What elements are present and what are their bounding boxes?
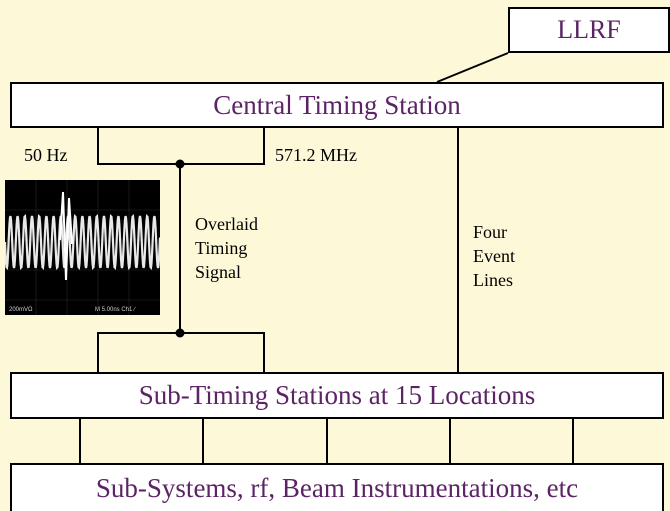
sub-systems-box: Sub-Systems, rf, Beam Instrumentations, … [10,463,664,511]
events-line-1: Four [473,222,508,242]
sub-systems-label: Sub-Systems, rf, Beam Instrumentations, … [95,472,579,503]
central-timing-station-box: Central Timing Station [10,82,664,128]
waveform-spike [59,191,73,281]
sub-timing-stations-label: Sub-Timing Stations at 15 Locations [138,380,536,410]
oscilloscope-image: 200mVΩ M 5.00ns Ch1 ∕ [5,180,160,315]
top-junction-dot [175,159,185,169]
overlaid-line-2: Timing [195,238,248,258]
events-line-3: Lines [473,270,513,290]
sub-timing-stations-box: Sub-Timing Stations at 15 Locations [10,372,664,419]
llrf-label: LLRF [557,15,621,44]
central-timing-station-label: Central Timing Station [213,89,461,120]
four-event-lines-label: Four Event Lines [473,220,515,292]
waveform-trace [5,214,160,270]
llrf-link-line [436,52,509,83]
scope-left-readout: 200mVΩ [9,307,33,313]
overlaid-line-3: Signal [195,262,242,282]
freq-50hz-label: 50 Hz [24,145,68,165]
freq-5712mhz-label: 571.2 MHz [275,145,357,165]
events-line-2: Event [473,246,515,266]
overlaid-line-1: Overlaid [195,214,258,234]
overlaid-timing-signal-label: Overlaid Timing Signal [195,212,258,284]
oscilloscope-waveform: 200mVΩ M 5.00ns Ch1 ∕ [5,180,160,315]
scope-right-readout: M 5.00ns Ch1 ∕ [95,306,136,313]
llrf-box: LLRF [508,7,670,53]
